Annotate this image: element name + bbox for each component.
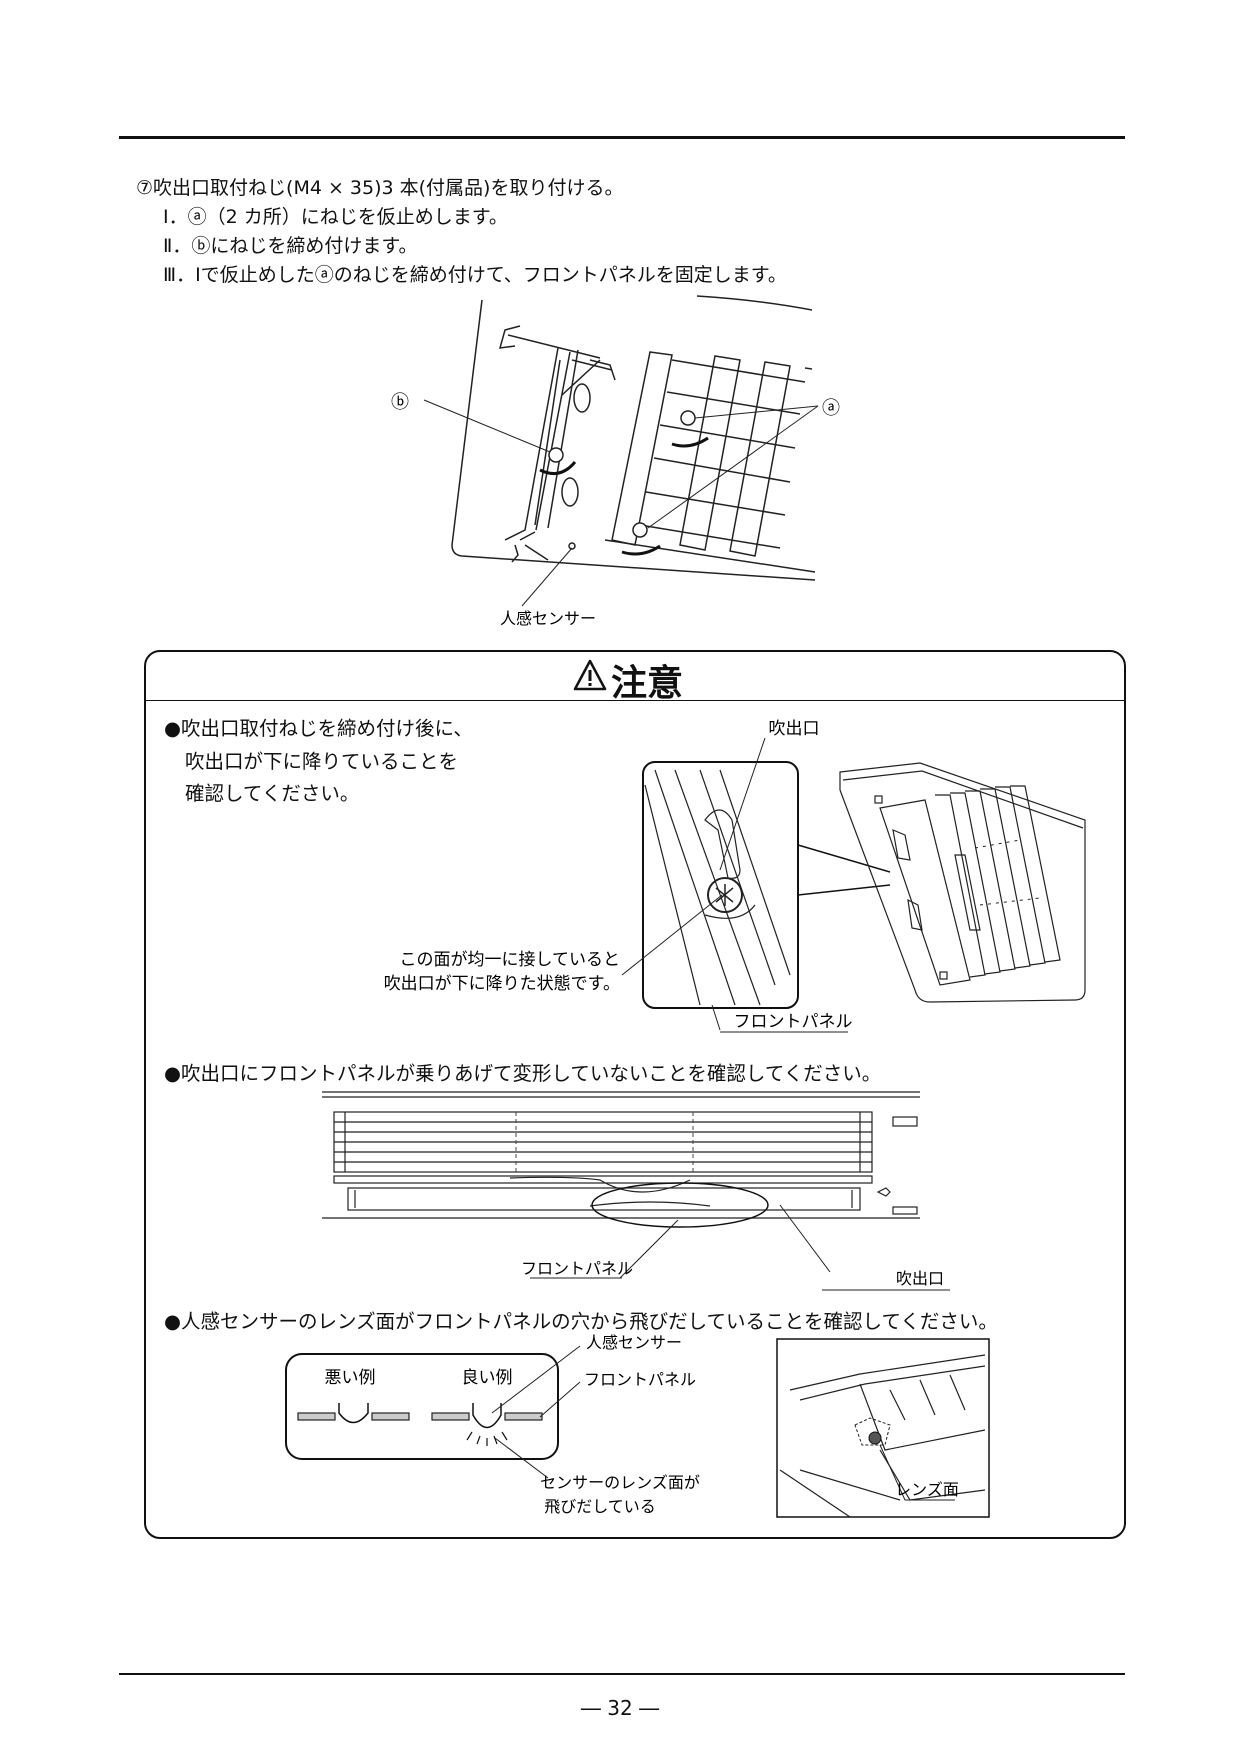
label-front-panel-3: フロントパネル	[521, 1259, 633, 1278]
bullet-2: ●吹出口にフロントパネルが乗りあげて変形していないことを確認してください。	[164, 1062, 882, 1085]
label-outlet: 吹出口	[769, 719, 820, 739]
label-lens-surface: レンズ面	[895, 1480, 959, 1499]
caution-header: 注意	[146, 652, 1124, 704]
label-outlet-3: 吹出口	[896, 1269, 944, 1288]
label-sensor-4: 人感センサー	[586, 1333, 682, 1352]
step-sub-1: Ⅰ．ⓐ（2 カ所）にねじを仮止めします。	[163, 206, 508, 228]
note-line-1: この面が均一に接していると	[400, 950, 621, 970]
step-sub-3: Ⅲ．Ⅰで仮止めしたⓐのねじを締め付けて、フロントパネルを固定します。	[163, 264, 787, 286]
warning-triangle-icon	[573, 659, 607, 691]
note-lens-line-2: 飛びだしている	[544, 1497, 656, 1516]
bullet-1-line-2: 吹出口が下に降りていることを	[185, 750, 459, 773]
label-front-panel: フロントパネル	[734, 1012, 853, 1032]
bullet-1-line-1: ●吹出口取付ねじを締め付け後に、	[164, 717, 473, 740]
top-rule	[119, 136, 1125, 139]
label-b: ⓑ	[391, 392, 409, 413]
label-a: ⓐ	[822, 398, 840, 419]
label-bad-example: 悪い例	[325, 1368, 376, 1388]
caution-title: 注意	[611, 663, 684, 704]
label-front-panel-4: フロントパネル	[584, 1370, 696, 1389]
label-good-example: 良い例	[462, 1368, 513, 1388]
step-7-heading: ⑦吹出口取付ねじ(M4 × 35)3 本(付属品)を取り付ける。	[136, 177, 624, 199]
bullet-3: ●人感センサーのレンズ面がフロントパネルの穴から飛びだしていることを確認してくだ…	[164, 1310, 998, 1333]
step-sub-2: Ⅱ．ⓑにねじを締め付けます。	[163, 235, 418, 257]
label-human-sensor: 人感センサー	[500, 609, 596, 628]
note-line-2: 吹出口が下に降りた状態です。	[384, 974, 620, 994]
caution-box: 注意	[144, 650, 1126, 1539]
page-number: ― 32 ―	[580, 1696, 660, 1720]
figure-panel-deformation: フロントパネル 吹出口	[322, 1091, 950, 1291]
note-lens-line-1: センサーのレンズ面が	[540, 1473, 700, 1492]
figure-outlet-check: 吹出口 この面が均一に接していると 吹出口が下に降りた状態です。 フロントパネル	[384, 719, 1086, 1033]
bottom-rule	[119, 1673, 1125, 1675]
figure-sensor-lens: 悪い例 良い例 人感センサー フロントパネル センサーのレンズ面が 飛びだしてい…	[285, 1333, 990, 1518]
figure-installation: ⓑ ⓐ 人感センサー	[391, 295, 840, 628]
bullet-1-line-3: 確認してください。	[185, 782, 360, 805]
